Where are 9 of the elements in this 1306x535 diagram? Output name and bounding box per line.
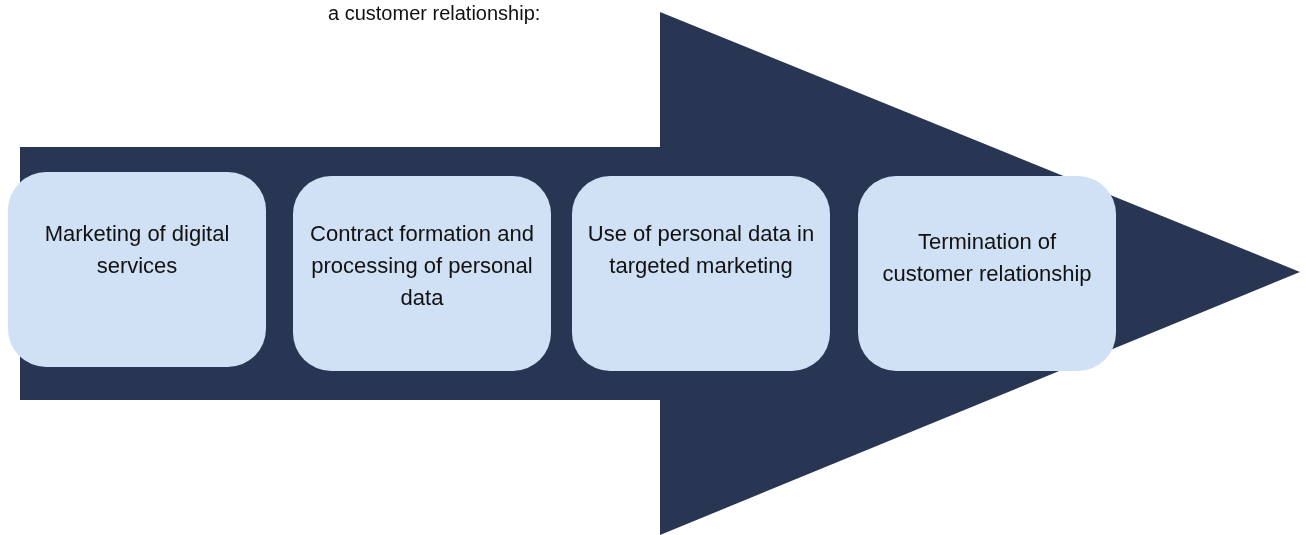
process-step-box <box>572 176 830 371</box>
step-text: Use of personal data in targeted marketing <box>586 220 816 280</box>
step-text: Marketing of digital services <box>43 220 231 280</box>
process-step-box <box>8 172 266 367</box>
intro-text: a customer relationship: <box>328 2 541 25</box>
process-step-box <box>293 176 551 371</box>
step-text: Termination of customer relationship <box>881 228 1093 288</box>
step-text: Contract formation and processing of personal data <box>309 220 535 312</box>
process-step-box <box>858 176 1116 371</box>
